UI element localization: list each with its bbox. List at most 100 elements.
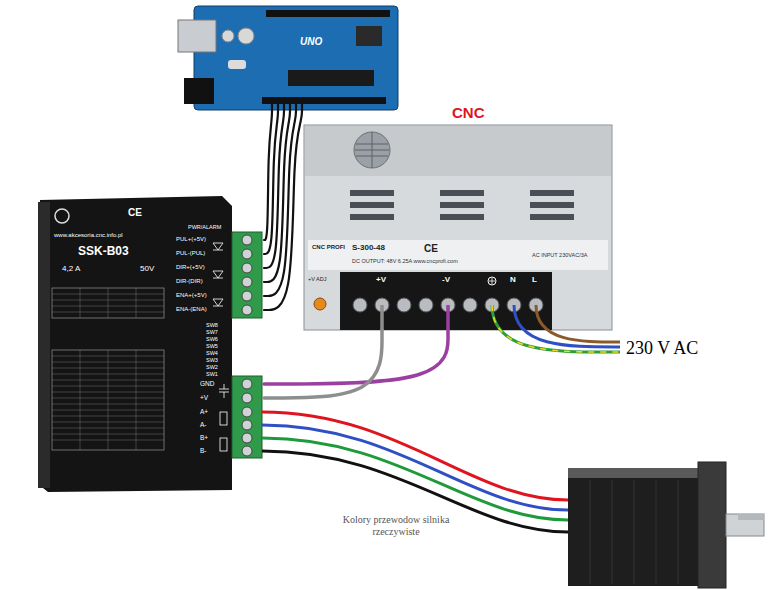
vent bbox=[440, 190, 484, 196]
input-rating: AC INPUT 230VAC/3A bbox=[532, 252, 587, 258]
screw bbox=[463, 298, 477, 312]
voltage-rating: 50V bbox=[140, 264, 154, 273]
fan bbox=[354, 132, 390, 168]
motor-flange bbox=[698, 462, 726, 588]
switch-name: SW4 bbox=[206, 350, 218, 356]
vent bbox=[530, 202, 574, 208]
brand-label: CNC bbox=[452, 104, 485, 121]
board-logo: UNO bbox=[300, 36, 322, 48]
screw bbox=[353, 298, 367, 312]
table-grid bbox=[52, 350, 164, 450]
led-label: PWR/ALARM bbox=[188, 224, 221, 230]
screw bbox=[242, 420, 252, 430]
neutral-wire bbox=[514, 305, 620, 347]
mains-label: 230 V AC bbox=[626, 338, 698, 359]
capacitor-symbol bbox=[219, 384, 229, 398]
switch-name: SW7 bbox=[206, 329, 218, 335]
terminal-name: -V bbox=[442, 275, 450, 284]
pin-name: PUL+(+5V) bbox=[176, 236, 206, 243]
stepper-motor bbox=[568, 462, 764, 588]
model-name: SSK-B03 bbox=[78, 245, 129, 259]
website-url: www.akcesoria.cnc.info.pl bbox=[54, 232, 123, 239]
terminal-name: N bbox=[510, 275, 516, 284]
motor-shaft bbox=[726, 514, 764, 536]
wire-a-minus bbox=[262, 425, 568, 510]
arduino-board bbox=[178, 6, 398, 110]
capacitor bbox=[238, 28, 254, 44]
power-supply: CNC S-300-48 bbox=[304, 104, 612, 330]
microcontroller bbox=[288, 70, 374, 86]
output-rating: DC OUTPUT: 48V 6.25A www.cncprofi.com bbox=[352, 258, 458, 264]
terminal-block bbox=[232, 232, 262, 318]
fan-grill bbox=[355, 132, 389, 168]
coil-symbol bbox=[220, 438, 227, 451]
psu-housing bbox=[304, 125, 612, 330]
wire-note: Kolory przewodow silnika rzeczywiste bbox=[340, 514, 452, 537]
pin-name: GND bbox=[200, 380, 214, 387]
pin-name: ENA+(+5V) bbox=[176, 292, 207, 299]
label-band bbox=[308, 240, 608, 270]
model-name: S-300-48 bbox=[352, 243, 385, 252]
voltage-pot bbox=[314, 298, 326, 310]
psu-top bbox=[305, 126, 611, 176]
vent bbox=[440, 202, 484, 208]
power-supply bbox=[304, 125, 612, 330]
wire-b-plus bbox=[262, 438, 568, 520]
shaft-flat bbox=[738, 514, 764, 520]
screw bbox=[242, 407, 252, 417]
terminal-name: L bbox=[532, 275, 537, 284]
driver-housing bbox=[38, 196, 232, 492]
switch-name: SW3 bbox=[206, 357, 218, 363]
ce-mark: CE bbox=[424, 243, 438, 255]
screw bbox=[242, 305, 252, 315]
terminal-name: +V bbox=[376, 275, 386, 284]
wire-connector bbox=[264, 330, 448, 384]
usb-port bbox=[178, 20, 216, 52]
stepper-driver: www.akcesoria.cnc.info.plSSK-B03 4,2 A 50V bbox=[38, 196, 264, 490]
current-rating: 4,2 A bbox=[62, 264, 80, 273]
screw bbox=[242, 235, 252, 245]
pin-header bbox=[262, 97, 386, 104]
terminal-strip bbox=[340, 272, 552, 330]
wire-stub bbox=[380, 305, 384, 330]
vent bbox=[530, 190, 574, 196]
ce-mark: CE bbox=[128, 207, 142, 219]
current-table bbox=[52, 288, 164, 318]
terminal-screws bbox=[242, 235, 252, 456]
screw bbox=[242, 393, 252, 403]
pin-name: A- bbox=[200, 421, 207, 428]
screw bbox=[242, 291, 252, 301]
pin-name: DIR+(+5V) bbox=[176, 264, 205, 271]
ground-symbol bbox=[489, 278, 495, 284]
earth-wire bbox=[492, 305, 620, 352]
mains-wires bbox=[492, 305, 620, 352]
screw bbox=[242, 379, 252, 389]
driver-side bbox=[38, 202, 50, 488]
coil-symbol bbox=[220, 412, 227, 425]
table-grid bbox=[52, 288, 164, 318]
screw bbox=[419, 298, 433, 312]
wire-connector bbox=[264, 330, 382, 398]
live-wire bbox=[536, 305, 620, 342]
pin-name: B- bbox=[200, 447, 207, 454]
capacitor bbox=[222, 30, 234, 42]
pin-header bbox=[266, 10, 390, 17]
screw bbox=[397, 298, 411, 312]
wire-connector bbox=[264, 110, 302, 310]
pin-name: B+ bbox=[200, 434, 208, 441]
terminal-block bbox=[232, 376, 262, 458]
pin-name: PUL-(PUL) bbox=[176, 250, 205, 257]
arduino-board: UNO bbox=[194, 6, 398, 110]
switch-name: SW6 bbox=[206, 336, 218, 342]
vent bbox=[530, 214, 574, 220]
wire-connector bbox=[264, 110, 296, 296]
wire-stub bbox=[446, 305, 450, 330]
brand-text: CNC PROFI bbox=[312, 244, 345, 251]
switch-name: SW2 bbox=[206, 364, 218, 370]
chip bbox=[356, 26, 382, 46]
motor-body bbox=[568, 468, 698, 586]
